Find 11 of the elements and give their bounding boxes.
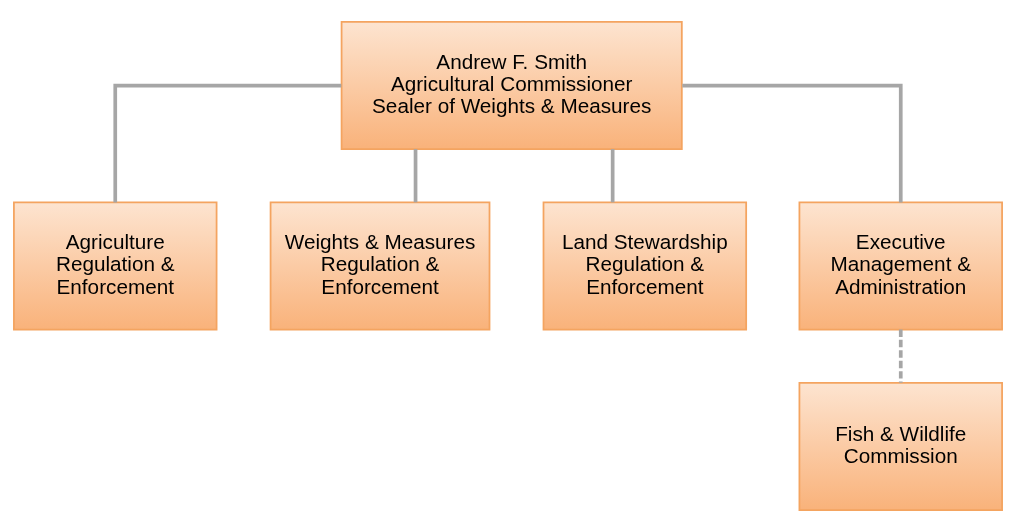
node-box: Weights & Measures Regulation & Enforcement (269, 201, 491, 330)
connector (113, 83, 342, 202)
node-box: Executive Management & Administration (798, 201, 1003, 330)
connector (610, 148, 615, 202)
connector (898, 329, 903, 383)
node-box: Agriculture Regulation & Enforcement (13, 201, 218, 330)
node-box: Land Stewardship Regulation & Enforcement (542, 201, 748, 330)
connector (682, 83, 903, 202)
node-box: Andrew F. Smith Agricultural Commissioner Sealer of Weights & Measures (340, 20, 683, 150)
node-box: Fish & Wildlife Commission (798, 381, 1003, 511)
connector (413, 148, 418, 202)
